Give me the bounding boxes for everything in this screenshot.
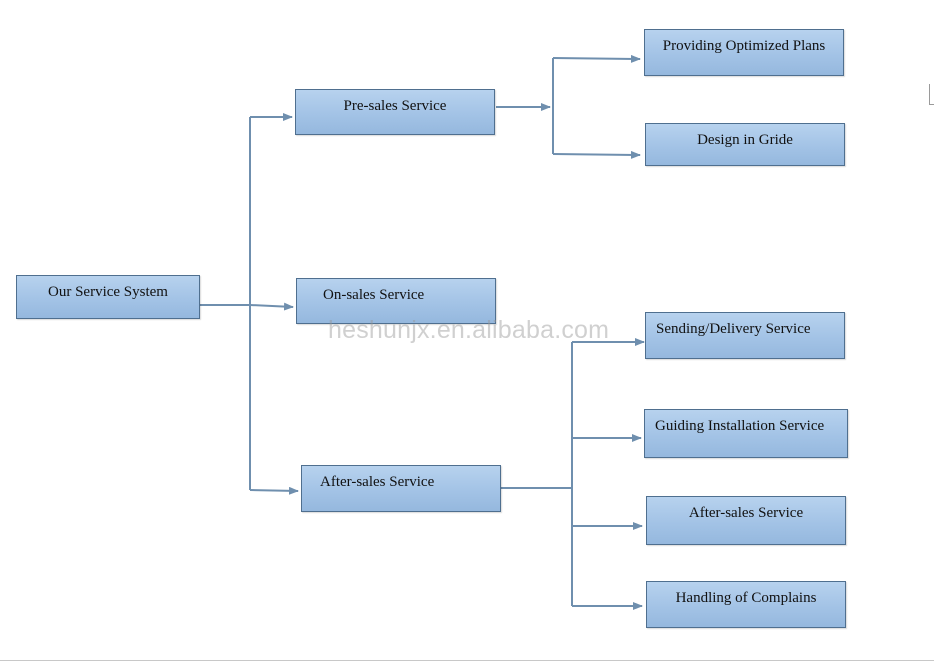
connector-root-to-after-sales [249, 486, 299, 495]
page-corner-mark [929, 84, 930, 104]
node-guiding-installation-service: Guiding Installation Service [644, 409, 848, 458]
node-label: Pre-sales Service [343, 98, 447, 114]
node-pre-sales-service: Pre-sales Service [295, 89, 495, 135]
node-providing-optimized-plans: Providing Optimized Plans [644, 29, 844, 76]
node-our-service-system: Our Service System [16, 275, 200, 319]
node-label: After-sales Service [688, 505, 804, 521]
page-corner-mark [929, 104, 934, 105]
connector-root-to-on-sales [249, 302, 294, 311]
page-bottom-rule [0, 660, 934, 661]
node-label: Design in Gride [697, 132, 793, 148]
connector-layer [200, 54, 645, 610]
node-sending-delivery-service: Sending/Delivery Service [645, 312, 845, 359]
node-label: On-sales Service [323, 287, 425, 303]
node-after-sales-service: After-sales Service [301, 465, 501, 512]
node-label: Handling of Complains [675, 590, 817, 606]
node-label: Providing Optimized Plans [662, 38, 826, 54]
node-after-sales-service-2: After-sales Service [646, 496, 846, 545]
watermark-text: heshunjx.en.alibaba.com [328, 316, 610, 344]
node-label: Sending/Delivery Service [656, 321, 811, 337]
node-on-sales-service: On-sales Service [296, 278, 496, 324]
node-design-in-gride: Design in Gride [645, 123, 845, 166]
node-label: After-sales Service [320, 474, 435, 490]
node-label: Our Service System [48, 284, 168, 300]
connector-to-optimized-plans [552, 54, 641, 63]
node-handling-of-complains: Handling of Complains [646, 581, 846, 628]
connector-to-design-in-gride [552, 150, 641, 159]
node-label: Guiding Installation Service [655, 418, 825, 434]
